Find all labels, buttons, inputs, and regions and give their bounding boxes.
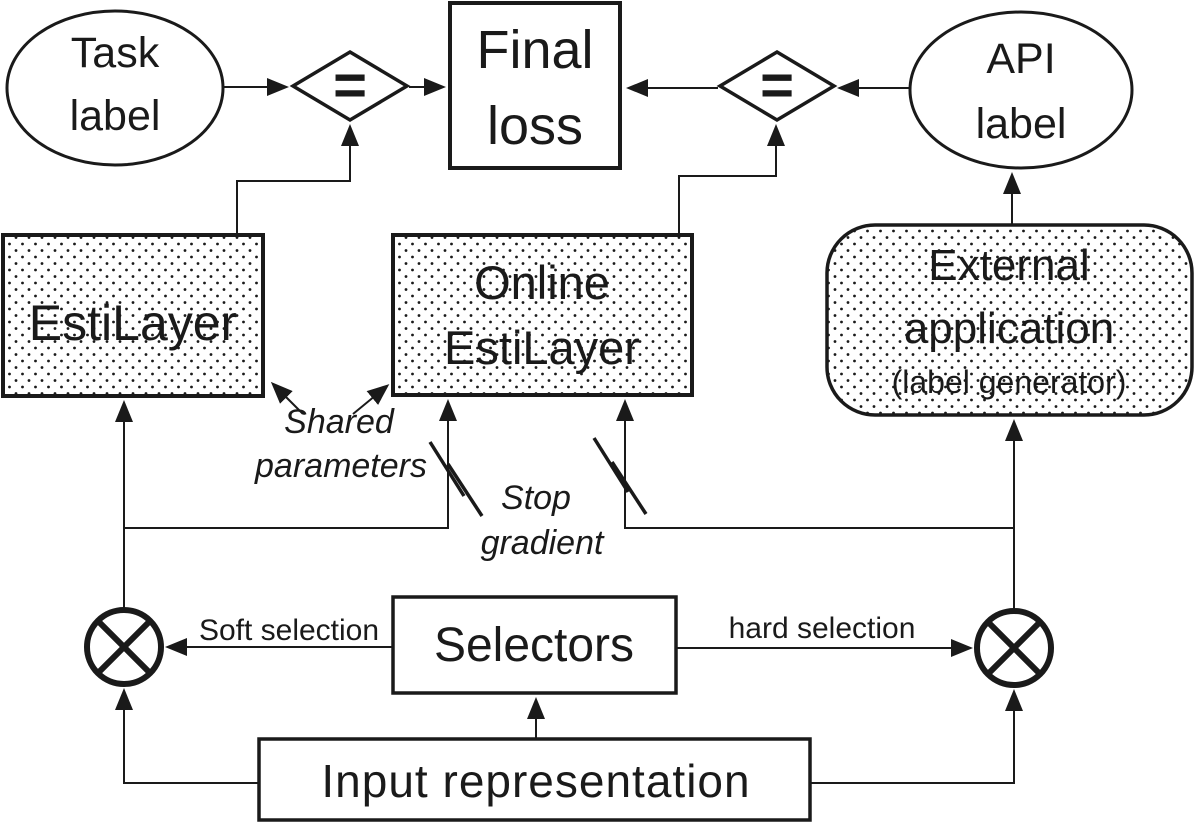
connectors: [115, 78, 1023, 784]
stop-gradient-text-line1: Stop: [501, 479, 571, 517]
multiply-operator-left: [84, 607, 164, 687]
multiply-x-icon: [985, 619, 1043, 677]
equals-comparator-left: =: [289, 49, 411, 123]
hard-selection-text: hard selection: [729, 612, 916, 645]
stop-gradient-marks: [428, 437, 648, 517]
equals-icon: =: [760, 53, 794, 118]
input-representation-text: Input representation: [321, 755, 750, 807]
multiply-operator-right: [974, 608, 1054, 688]
connector-estilayer-to-equals: [236, 124, 359, 235]
api-label-text-line2: label: [976, 100, 1067, 148]
task-label-text-line1: Task: [71, 29, 160, 77]
node-api-label: API label: [908, 10, 1134, 170]
connector-input-to-rightmultiply: [810, 689, 1023, 784]
external-application-text-line2: application: [904, 304, 1114, 353]
external-application-text-line1: External: [928, 241, 1089, 290]
api-label-text-line1: API: [986, 35, 1055, 83]
connector-sharedparams-to-estilayer: [270, 381, 304, 415]
stop-gradient-slash-icon: [446, 463, 484, 517]
shared-parameters-text-line2: parameters: [254, 447, 427, 485]
multiply-x-icon: [95, 618, 153, 676]
final-loss-text-line2: loss: [487, 96, 583, 156]
final-loss-text-line1: Final: [476, 20, 593, 80]
stop-gradient-slash-icon: [592, 437, 630, 493]
stop-gradient-text-line2: gradient: [481, 524, 605, 562]
node-online-estilayer: Online EstiLayer: [391, 233, 694, 397]
node-final-loss: Final loss: [448, 1, 622, 170]
selectors-text: Selectors: [434, 619, 634, 672]
external-application-text-line3: (label generator): [892, 364, 1127, 400]
estilayer-text: EstiLayer: [29, 295, 237, 351]
node-estilayer: EstiLayer: [1, 233, 265, 398]
equals-icon: =: [333, 53, 367, 118]
connector-online-to-equals: [678, 124, 785, 235]
connector-input-to-leftmultiply: [115, 688, 259, 784]
stop-gradient-slash-icon: [428, 441, 466, 497]
node-selectors: Selectors: [391, 595, 678, 695]
shared-parameters-text-line1: Shared: [284, 403, 395, 441]
annotations: Shared parameters Stop gradient Soft sel…: [199, 403, 915, 647]
online-estilayer-text-line1: Online: [474, 256, 610, 309]
equals-comparator-right: =: [716, 49, 838, 123]
node-external-application: External application (label generator): [825, 223, 1194, 417]
connector-right-branch-to-online: [616, 399, 1014, 529]
task-label-text-line2: label: [70, 92, 161, 140]
node-task-label: Task label: [5, 9, 225, 167]
online-estilayer-text-line2: EstiLayer: [444, 321, 640, 374]
soft-selection-text: Soft selection: [199, 614, 379, 647]
stop-gradient-slash-icon: [610, 461, 648, 515]
connector-sharedparams-to-online: [352, 384, 390, 415]
node-input-representation: Input representation: [257, 737, 812, 822]
connector-left-branch-to-online: [124, 399, 457, 529]
